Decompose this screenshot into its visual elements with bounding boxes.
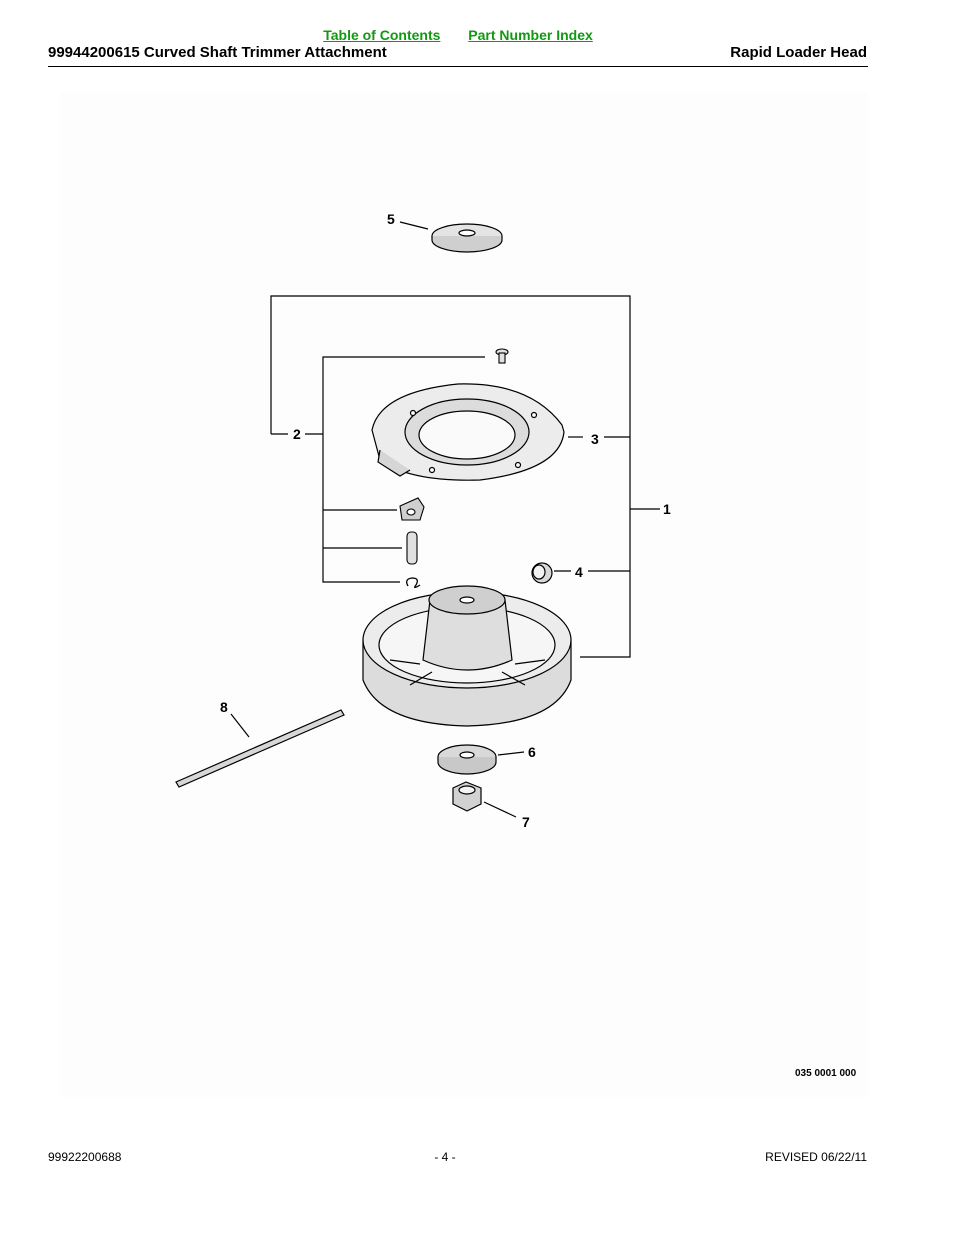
part-3-cover (371, 383, 565, 481)
callout-2: 2 (293, 426, 301, 442)
part-number-index-link[interactable]: Part Number Index (468, 27, 593, 43)
callout-8: 8 (220, 699, 228, 715)
header-divider (48, 66, 868, 67)
part-2-screw (495, 348, 509, 364)
part-6-washer (437, 744, 497, 775)
callout-5: 5 (387, 211, 395, 227)
callout-1: 1 (663, 501, 671, 517)
footer-doc-number: 99922200688 (48, 1150, 122, 1164)
footer-page-number: - 4 - (434, 1150, 456, 1164)
footer-revised-date: REVISED 06/22/11 (765, 1150, 867, 1164)
callout-7: 7 (522, 814, 530, 830)
part-2-pin (406, 531, 418, 565)
table-of-contents-link[interactable]: Table of Contents (323, 27, 441, 43)
callout-6: 6 (528, 744, 536, 760)
callout-4: 4 (575, 564, 583, 580)
part-7-nut (452, 781, 482, 812)
bracket-2 (322, 356, 485, 583)
part-8-trimmer-line (175, 709, 345, 788)
bracket-1 (270, 295, 631, 658)
top-navigation: Table of Contents Part Number Index (0, 27, 916, 43)
trimmer-head-housing (362, 585, 572, 727)
section-title: Rapid Loader Head (730, 44, 867, 61)
part-2-spring (406, 577, 421, 589)
document-title: 99944200615 Curved Shaft Trimmer Attachm… (48, 44, 387, 61)
part-2-latch (399, 497, 425, 521)
part-4-bushing (531, 562, 553, 584)
callout-3: 3 (591, 431, 599, 447)
part-5-washer (431, 223, 503, 253)
figure-code: 035 0001 000 (795, 1068, 857, 1079)
